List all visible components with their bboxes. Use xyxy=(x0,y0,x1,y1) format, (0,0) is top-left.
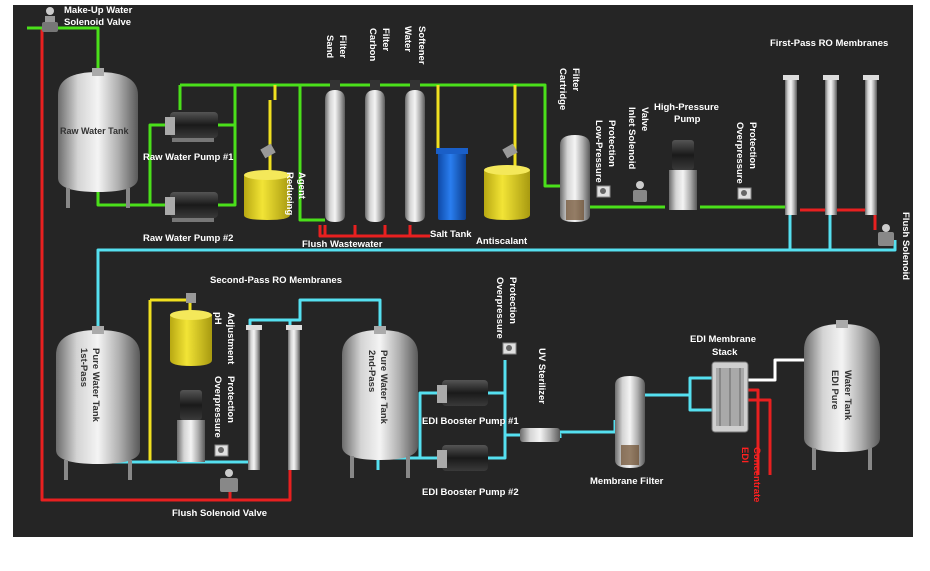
label-pure-tank-2b: Pure Water Tank xyxy=(378,350,389,425)
uv-sterilizer xyxy=(520,428,560,442)
raw-water-tank xyxy=(58,68,138,208)
high-pressure-pump xyxy=(669,140,697,210)
label-raw-pump-2: Raw Water Pump #2 xyxy=(143,233,233,244)
label-edi-pure-2: Water Tank xyxy=(842,370,853,421)
label-edi-concentrate-2: Concentrate xyxy=(751,447,762,502)
edi-booster-pump-2 xyxy=(437,445,488,471)
label-hp-pump-2: Pump xyxy=(674,114,701,125)
overpressure-gauge-3 xyxy=(502,342,517,355)
label-raw-pump-1: Raw Water Pump #1 xyxy=(143,152,234,163)
raw-water-pump-1 xyxy=(165,112,218,142)
label-overpressure-2a: Overpressure xyxy=(212,376,223,438)
inlet-solenoid-valve xyxy=(633,181,647,202)
label-inlet-solenoid-1: Inlet Solenoid xyxy=(626,107,637,169)
label-overpressure-1b: Protection xyxy=(747,122,758,169)
first-pass-ro-membranes xyxy=(783,75,879,215)
second-pass-high-pressure-pump xyxy=(177,390,205,462)
label-ph-adjust-1: pH xyxy=(212,312,223,325)
flush-solenoid-valve-right xyxy=(878,224,894,246)
label-makeup-valve-1: Make-Up Water xyxy=(64,5,133,16)
label-inlet-solenoid-2: Valve xyxy=(639,107,650,131)
membrane-filter xyxy=(615,376,645,468)
carbon-filter xyxy=(365,80,385,222)
label-membrane-filter: Membrane Filter xyxy=(590,476,664,487)
label-makeup-valve-2: Solenoid Valve xyxy=(64,17,131,28)
label-edi-booster-2: EDI Booster Pump #2 xyxy=(422,487,519,498)
label-raw-water-tank: Raw Water Tank xyxy=(60,126,130,136)
label-hp-pump-1: High-Pressure xyxy=(654,102,719,113)
label-overpressure-1a: Overpressure xyxy=(734,122,745,184)
label-sand-filter-1: Sand xyxy=(324,35,335,58)
reducing-agent-tank xyxy=(244,170,290,220)
edi-pure-water-tank xyxy=(804,320,880,470)
water-softener xyxy=(405,80,425,222)
label-sand-filter-2: Filter xyxy=(337,35,348,59)
label-antiscalant: Antiscalant xyxy=(476,236,528,247)
salt-tank xyxy=(436,148,468,220)
label-cartridge-filter-1: Cartridge xyxy=(557,68,568,110)
sand-filter xyxy=(325,80,345,222)
label-salt-tank: Salt Tank xyxy=(430,229,472,240)
low-pressure-gauge xyxy=(596,185,611,198)
label-carbon-filter-1: Carbon xyxy=(367,28,378,61)
label-pure-tank-2a: 2nd-Pass xyxy=(366,350,377,392)
label-pure-tank-1a: 1st-Pass xyxy=(78,348,89,387)
label-carbon-filter-2: Filter xyxy=(380,28,391,52)
label-overpressure-2b: Protection xyxy=(225,376,236,423)
label-first-pass-ro: First-Pass RO Membranes xyxy=(770,38,888,49)
label-overpressure-3a: Overpressure xyxy=(494,277,505,339)
label-edi-booster-1: EDI Booster Pump #1 xyxy=(422,416,519,427)
raw-water-pump-2 xyxy=(165,192,218,222)
label-flush-solenoid-bottom: Flush Solenoid Valve xyxy=(172,508,267,519)
make-up-water-solenoid-valve xyxy=(42,7,58,32)
label-flush-wastewater: Flush Wastewater xyxy=(302,239,383,250)
label-edi-concentrate-1: EDI xyxy=(739,447,750,463)
label-water-softener-1: Water xyxy=(402,26,413,52)
labels: Make-Up Water Solenoid Valve Raw Water T… xyxy=(60,5,923,519)
label-flush-solenoid-right-2: Valve xyxy=(912,212,923,236)
label-reducing-agent-1: Reducing xyxy=(284,172,295,215)
label-reducing-agent-2: Agent xyxy=(296,172,307,200)
label-second-pass-ro: Second-Pass RO Membranes xyxy=(210,275,342,286)
label-flush-solenoid-right-1: Flush Solenoid xyxy=(900,212,911,280)
antiscalant-tank xyxy=(484,165,530,220)
ro-permeate-line xyxy=(96,207,792,330)
flush-solenoid-valve-bottom xyxy=(220,469,238,492)
edi-membrane-stack xyxy=(711,361,749,433)
cartridge-filter xyxy=(560,135,590,222)
label-low-pressure-1: Low-Pressure xyxy=(593,120,604,183)
label-uv-sterilizer: UV Sterilizer xyxy=(536,348,547,404)
label-low-pressure-2: Protection xyxy=(606,120,617,167)
pure-water-tank-1st-pass xyxy=(56,326,140,480)
second-pass-ro-membranes xyxy=(246,325,302,470)
label-pure-tank-1b: Pure Water Tank xyxy=(90,348,101,423)
label-edi-pure-1: EDI Pure xyxy=(829,370,840,410)
label-cartridge-filter-2: Filter xyxy=(570,68,581,92)
pure-water-tank-2nd-pass xyxy=(342,326,418,478)
label-water-softener-2: Softener xyxy=(416,26,427,65)
overpressure-gauge-2 xyxy=(214,444,229,457)
ph-adjustment-tank xyxy=(170,310,212,366)
label-ph-adjust-2: Adjustment xyxy=(225,312,236,365)
label-edi-stack-2: Stack xyxy=(712,347,738,358)
overpressure-gauge-1 xyxy=(737,187,752,200)
edi-booster-pump-1 xyxy=(437,380,488,406)
label-overpressure-3b: Protection xyxy=(507,277,518,324)
dosing-valve-icons xyxy=(186,143,518,303)
label-edi-stack-1: EDI Membrane xyxy=(690,334,756,345)
